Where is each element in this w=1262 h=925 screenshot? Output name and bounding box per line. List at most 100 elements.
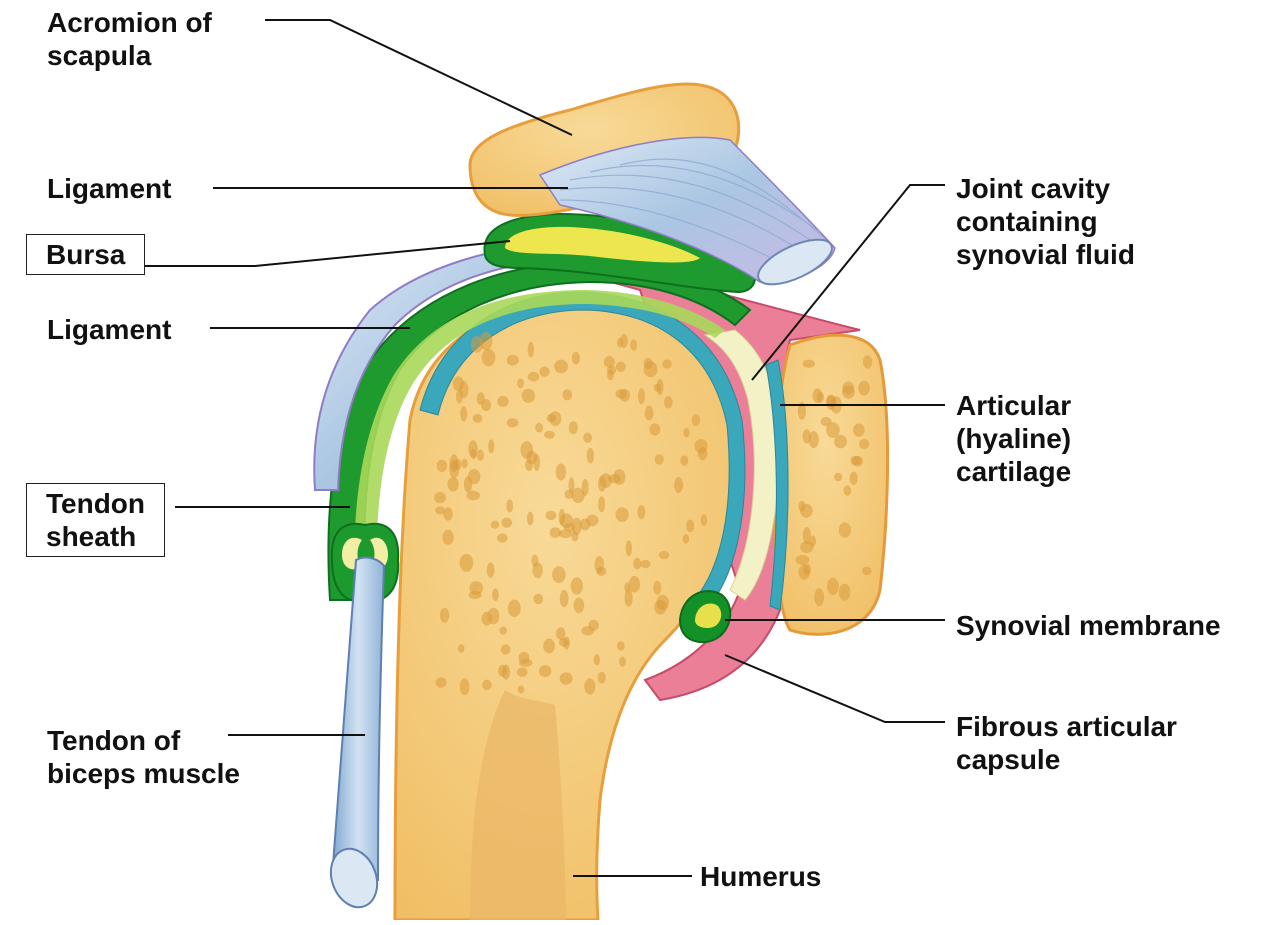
label-acromion-of-scapula-line-1: Acromion of	[47, 7, 212, 38]
bone-pore	[862, 566, 872, 576]
bone-pore	[663, 396, 673, 409]
bone-pore	[633, 557, 642, 570]
bursa-fluid-shape	[505, 226, 700, 263]
bone-pore	[564, 489, 574, 499]
bone-pore	[559, 589, 569, 608]
bone-pore	[562, 389, 573, 401]
bone-pore	[862, 355, 873, 369]
bone-pore	[644, 405, 654, 421]
bone-pore	[802, 526, 812, 545]
bone-pore	[499, 626, 507, 635]
bone-pore	[680, 455, 689, 466]
bone-pore	[838, 522, 852, 538]
bone-pore	[619, 656, 626, 667]
bone-pore	[486, 562, 495, 578]
bone-pore	[443, 507, 453, 521]
bone-pore	[544, 430, 555, 439]
label-joint-cavity-line-3: synovial fluid	[956, 239, 1135, 270]
bone-pore	[843, 485, 852, 496]
bone-pore	[571, 351, 581, 365]
bone-pore	[498, 664, 507, 677]
bone-pore	[481, 399, 492, 412]
bone-pore	[555, 463, 567, 481]
bone-pore	[573, 597, 585, 614]
bone-pore	[554, 359, 568, 374]
bone-pore	[469, 581, 484, 596]
bone-pore	[461, 458, 468, 469]
bone-pore	[435, 677, 447, 688]
bone-pore	[563, 636, 570, 650]
bone-pore	[858, 380, 870, 396]
bone-pore	[549, 527, 561, 538]
bone-pore	[460, 406, 468, 422]
bone-pore	[516, 667, 528, 677]
bone-pore	[532, 562, 543, 579]
label-ligament-mid-line-1: Ligament	[47, 314, 172, 345]
bone-pore	[827, 577, 839, 595]
bone-pore	[686, 519, 695, 533]
label-ligament-mid: Ligament	[47, 313, 171, 346]
bone-pore	[662, 359, 672, 369]
bone-pore	[654, 599, 667, 615]
bone-pore	[517, 685, 525, 694]
label-articular-cartilage: Articular(hyaline)cartilage	[956, 389, 1071, 488]
label-bursa: Bursa	[26, 234, 146, 275]
medullary-cavity-shape	[470, 690, 566, 920]
bone-pore	[549, 411, 562, 427]
bone-pore	[539, 366, 550, 377]
bone-pore	[571, 517, 582, 536]
bone-pore	[552, 566, 566, 584]
bone-pore	[490, 520, 500, 529]
bone-pore	[798, 500, 806, 512]
bone-pore	[674, 477, 684, 493]
bone-pore	[624, 589, 633, 607]
bone-pore	[545, 510, 557, 521]
bone-pore	[436, 459, 448, 473]
ligament-fibers	[559, 158, 827, 269]
bone-pore	[620, 333, 628, 349]
label-articular-cartilage-line-1: Articular	[956, 390, 1072, 421]
bone-pore	[456, 389, 463, 404]
bone-pore	[615, 507, 629, 522]
label-tendon-sheath-line-1: Tendon	[46, 488, 146, 519]
bone-pore	[593, 654, 600, 666]
bone-pore	[812, 388, 823, 404]
bone-pore	[538, 665, 552, 678]
synovial-fold-fluid-shape	[695, 603, 722, 628]
bone-pore	[535, 422, 544, 433]
bone-pore	[470, 336, 483, 353]
label-articular-cartilage-line-3: cartilage	[956, 456, 1072, 487]
bone-pore	[628, 575, 641, 593]
ligament-cut-end-shape	[757, 238, 833, 286]
label-joint-cavity-line-2: containing	[956, 206, 1098, 237]
bone-pore	[820, 416, 832, 427]
label-synovial-membrane: Synovial membrane	[956, 609, 1221, 642]
bone-pore	[653, 580, 662, 595]
bone-pore	[435, 506, 445, 515]
bone-pore	[482, 679, 492, 691]
bone-pore	[842, 381, 855, 395]
bone-pore	[586, 447, 595, 464]
bone-pore	[527, 371, 540, 382]
bone-pore	[507, 599, 521, 618]
bone-pore	[795, 555, 810, 565]
bone-pore	[586, 514, 599, 527]
bone-pore	[643, 361, 658, 378]
label-bursa-line-1: Bursa	[46, 239, 126, 270]
bone-pore	[520, 441, 534, 459]
leader-fibrous-capsule	[724, 654, 945, 723]
bone-pore	[630, 339, 638, 351]
bone-pore	[691, 414, 701, 426]
bone-pore	[598, 496, 606, 513]
bone-pore	[457, 644, 465, 653]
bone-pore	[624, 582, 631, 593]
bone-pore	[802, 359, 815, 368]
bone-pore	[607, 474, 621, 484]
bone-pore	[682, 534, 690, 544]
bone-pore	[559, 672, 573, 685]
bone-pore	[683, 427, 690, 438]
bone-pore	[439, 607, 450, 623]
